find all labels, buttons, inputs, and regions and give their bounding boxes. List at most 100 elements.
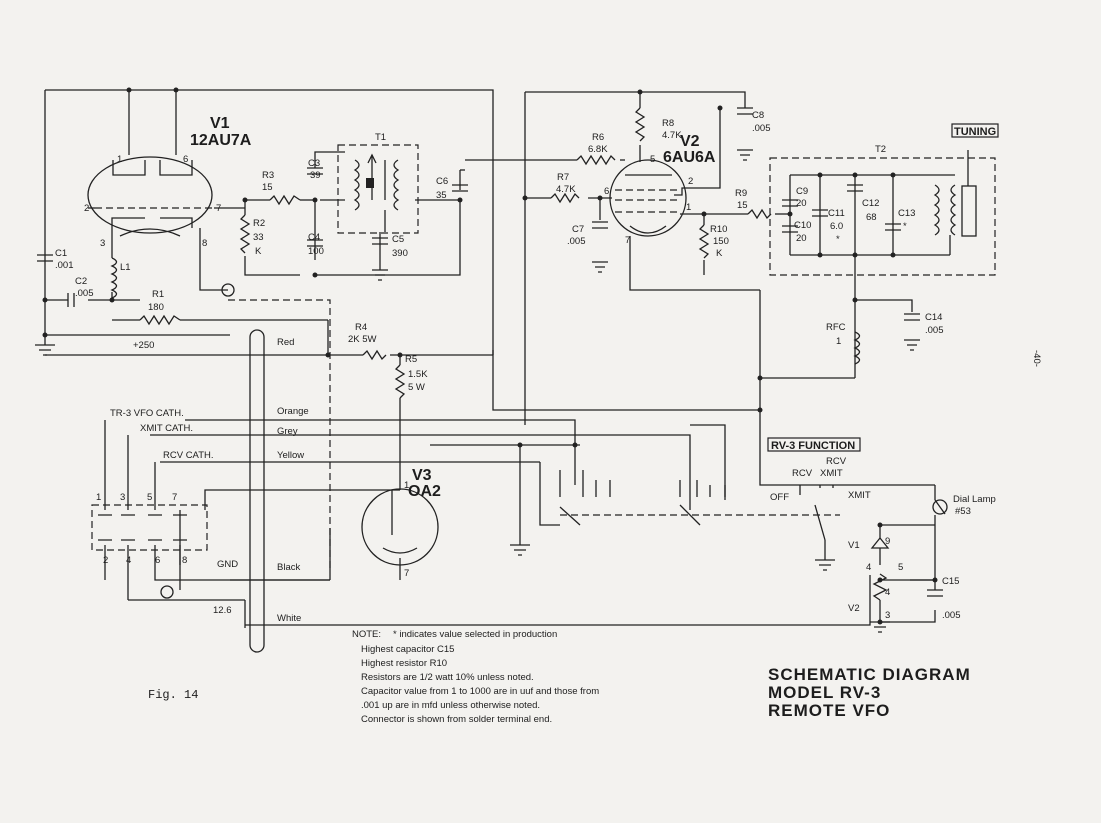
c5-ref: C5 — [392, 234, 404, 245]
function-switch: RV-3 FUNCTION RCV XMIT RCV OFF XMIT — [767, 437, 871, 503]
notes-heading: NOTE: — [352, 629, 381, 640]
c4-value: 100 — [308, 246, 324, 257]
switch-rcv: RCV — [792, 468, 813, 479]
heater-v1-label: V1 — [848, 540, 860, 551]
c15-ref: C15 — [942, 576, 959, 587]
c13-mark: * — [903, 221, 907, 232]
v3-ref: V3 — [412, 467, 432, 484]
xmit-cath-label: XMIT CATH. — [140, 423, 193, 434]
rfc-ref: RFC — [826, 322, 846, 333]
plus250-label: +250 — [133, 340, 154, 351]
title-line-2: MODEL RV-3 — [768, 683, 881, 702]
c11-mark: * — [836, 234, 840, 245]
conn-pin-7: 7 — [172, 492, 177, 503]
note-line-1: * indicates value selected in production — [393, 629, 557, 640]
v2-pin-1: 1 — [686, 202, 691, 213]
tuning-label: TUNING — [954, 126, 996, 138]
c10-ref: C10 — [794, 220, 811, 231]
note-line-2: Highest capacitor C15 — [361, 644, 454, 655]
v1-pin-6: 6 — [183, 154, 188, 165]
v1-pin-8: 8 — [202, 238, 207, 249]
component-labels: C1 .001 C2 .005 L1 R1 180 R2 33 K R3 15 … — [55, 110, 961, 621]
c1-ref: C1 — [55, 248, 67, 259]
wire-orange: Orange — [277, 406, 309, 417]
r3-value: 15 — [262, 182, 273, 193]
c6-ref: C6 — [436, 176, 448, 187]
c12-ref: C12 — [862, 198, 879, 209]
wiring — [44, 89, 969, 628]
switch-xmit: XMIT — [848, 490, 871, 501]
t1-coils — [353, 153, 400, 232]
r5-power: 5 W — [408, 382, 425, 393]
rfc-value: 1 — [836, 336, 841, 347]
note-line-5: Capacitor value from 1 to 1000 are in uu… — [361, 686, 599, 697]
c2-value: .005 — [75, 288, 94, 299]
v1-pin-2: 2 — [84, 203, 89, 214]
c14-ref: C14 — [925, 312, 942, 323]
tube-v2 — [609, 159, 687, 237]
c3-ref: C3 — [308, 158, 320, 169]
c12-value: 68 — [866, 212, 877, 223]
c7-value: .005 — [567, 236, 586, 247]
t2-coils — [933, 184, 977, 237]
c7-ref: C7 — [572, 224, 584, 235]
v1-ref: V1 — [210, 115, 230, 132]
r10-value: 150 — [713, 236, 729, 247]
c15-value: .005 — [942, 610, 961, 621]
c9-value: 20 — [796, 198, 807, 209]
c14-value: .005 — [925, 325, 944, 336]
dial-lamp-label: Dial Lamp — [953, 494, 996, 505]
v2-pin-2: 2 — [688, 176, 693, 187]
switch-contacts — [559, 470, 948, 601]
pin-numbers: 1 6 2 7 3 8 5 2 6 1 7 1 7 1 3 5 7 2 4 6 … — [84, 154, 903, 621]
c8-value: .005 — [752, 123, 771, 134]
notes: NOTE: * indicates value selected in prod… — [352, 629, 599, 725]
title-block: SCHEMATIC DIAGRAM MODEL RV-3 REMOTE VFO — [768, 665, 970, 720]
tube-labels: V1 12AU7A V2 6AU6A V3 OA2 — [190, 115, 716, 500]
c11-value: 6.0 — [830, 221, 843, 232]
wire-black: Black — [277, 562, 300, 573]
switch-off: OFF — [770, 492, 789, 503]
dial-lamp-number: #53 — [955, 506, 971, 517]
note-line-3: Highest resistor R10 — [361, 658, 447, 669]
heater-v2-label: V2 — [848, 603, 860, 614]
tr3-vfo-cath-label: TR-3 VFO CATH. — [110, 408, 184, 419]
c11-ref: C11 — [828, 208, 845, 219]
wire-grey: Grey — [277, 426, 298, 437]
enclosures — [228, 144, 996, 570]
r5-value: 1.5K — [408, 369, 428, 380]
r5-ref: R5 — [405, 354, 417, 365]
conn-pin-6: 6 — [155, 555, 160, 566]
function-switch-title: RV-3 FUNCTION — [771, 440, 855, 452]
misc-labels: TUNING Dial Lamp #53 V1 V2 — [848, 123, 999, 614]
r9-value: 15 — [737, 200, 748, 211]
c9-ref: C9 — [796, 186, 808, 197]
connector-plug — [91, 283, 265, 653]
conn-pin-1: 1 — [96, 492, 101, 503]
c1-value: .001 — [55, 260, 74, 271]
note-line-7: Connector is shown from solder terminal … — [361, 714, 552, 725]
wire-white: White — [277, 613, 301, 624]
tube-v1 — [87, 156, 213, 237]
note-line-6: .001 up are in mfd unless otherwise note… — [361, 700, 540, 711]
capacitor-symbols — [37, 107, 943, 597]
v2-ref: V2 — [680, 133, 700, 150]
v2-type: 6AU6A — [663, 149, 716, 166]
c2-ref: C2 — [75, 276, 87, 287]
r9-ref: R9 — [735, 188, 747, 199]
r8-value: 4.7K — [662, 130, 682, 141]
conn-pin-3: 3 — [120, 492, 125, 503]
v1-type: 12AU7A — [190, 132, 252, 149]
v2-pin-6: 6 — [604, 186, 609, 197]
switch-xmit-top: XMIT — [820, 468, 843, 479]
gnd-label: GND — [217, 559, 238, 570]
heater-pin-3: 3 — [885, 610, 890, 621]
conn-pin-5: 5 — [147, 492, 152, 503]
r3-ref: R3 — [262, 170, 274, 181]
heater-pin-5: 5 — [898, 562, 903, 573]
c8-ref: C8 — [752, 110, 764, 121]
resistor-symbols — [139, 107, 772, 399]
r2-value: 33 — [253, 232, 264, 243]
c5-value: 390 — [392, 248, 408, 259]
